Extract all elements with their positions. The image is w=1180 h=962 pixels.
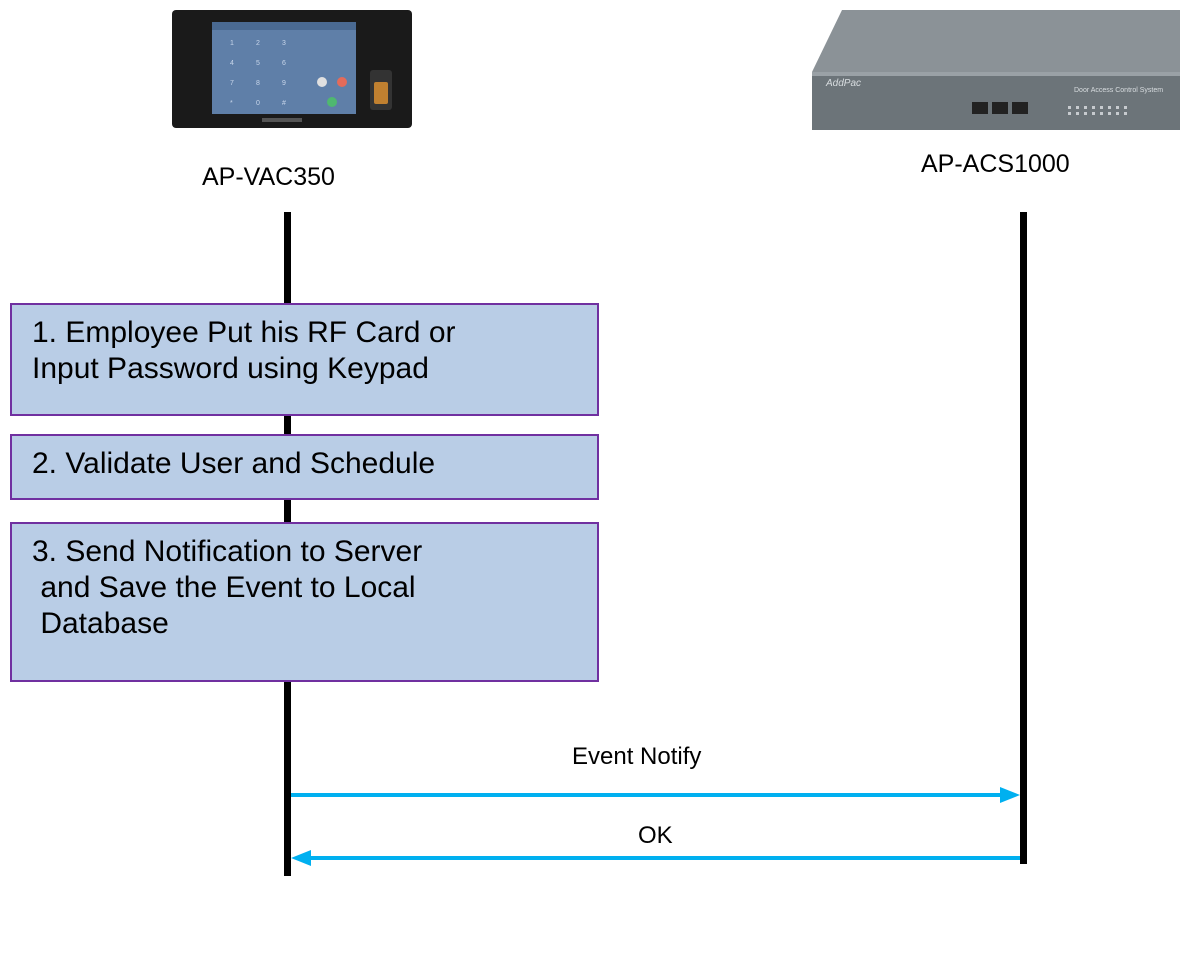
left-device-label: AP-VAC350 — [202, 163, 335, 191]
control-system-unit-icon: AddPac Door Access Control System — [812, 10, 1180, 130]
right-lifeline — [1020, 212, 1027, 864]
ok-label: OK — [638, 822, 673, 849]
svg-text:8: 8 — [256, 80, 260, 87]
step-2-box: 2. Validate User and Schedule — [10, 434, 599, 500]
svg-text:4: 4 — [230, 60, 234, 67]
event-notify-arrowhead — [1000, 787, 1020, 803]
brand-text: AddPac — [825, 78, 861, 89]
access-terminal-icon: 1 2 3 4 5 6 7 8 9 * 0 # — [172, 10, 412, 128]
svg-text:*: * — [230, 100, 233, 107]
event-notify-label: Event Notify — [572, 743, 702, 770]
svg-text:2: 2 — [256, 40, 260, 47]
panel-text: Door Access Control System — [1074, 87, 1163, 94]
svg-text:6: 6 — [282, 60, 286, 67]
step-3-box: 3. Send Notification to Server and Save … — [10, 522, 599, 682]
svg-text:7: 7 — [230, 80, 234, 87]
ok-arrowhead — [291, 850, 311, 866]
svg-text:3: 3 — [282, 40, 286, 47]
svg-text:#: # — [282, 100, 286, 107]
svg-text:1: 1 — [230, 40, 234, 47]
svg-text:0: 0 — [256, 100, 260, 107]
step-1-box: 1. Employee Put his RF Card or Input Pas… — [10, 303, 599, 416]
svg-text:9: 9 — [282, 80, 286, 87]
right-device-label: AP-ACS1000 — [921, 150, 1070, 178]
svg-text:5: 5 — [256, 60, 260, 67]
